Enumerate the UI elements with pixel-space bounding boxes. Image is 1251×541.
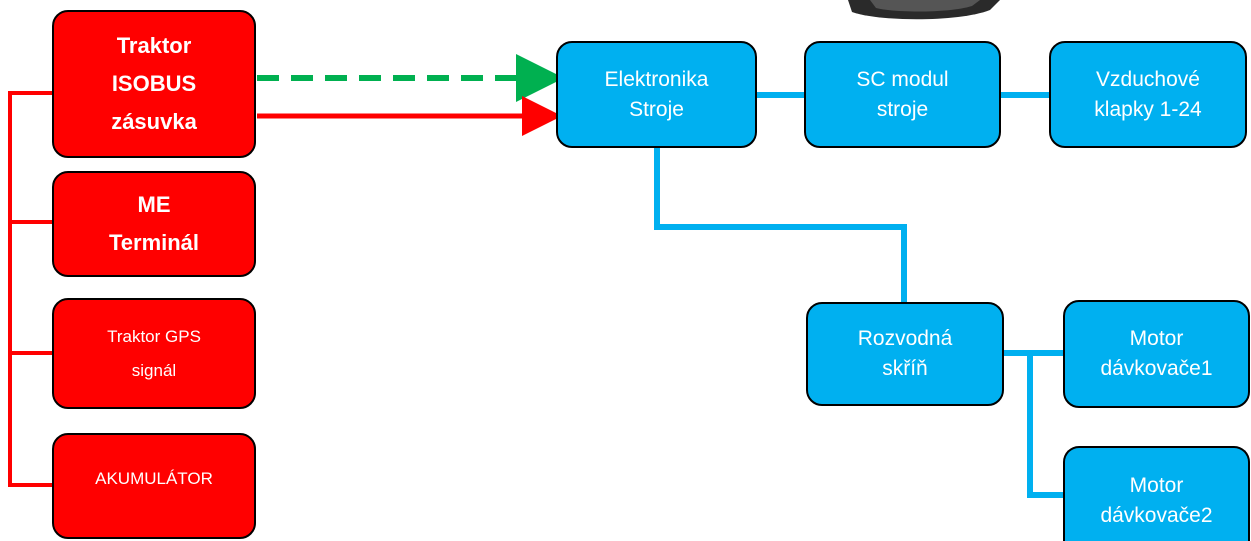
me-terminal-label-1: ME [137, 192, 171, 217]
tractor-gps-label-1: Traktor GPS [107, 326, 201, 346]
tractor-isobus-label-3: zásuvka [111, 109, 197, 134]
tractor-isobus-label-1: Traktor [116, 33, 192, 58]
motor1-label-1: Motor [1129, 327, 1184, 350]
tractor-gps-box: Traktor GPS signál [52, 298, 256, 409]
motor2-label-1: Motor [1129, 473, 1184, 497]
tractor-gps-label-2: signál [131, 360, 177, 380]
motor-davkovace1-box: Motor dávkovače1 [1063, 300, 1250, 408]
motor1-label-2: dávkovače1 [1100, 357, 1213, 380]
rozvodna-label-1: Rozvodná [857, 327, 953, 350]
motor-davkovace2-box: Motor dávkovače2 [1063, 446, 1250, 541]
elektronika-label-1: Elektronika [604, 67, 709, 91]
akumulator-label: AKUMULÁTOR [95, 469, 213, 488]
sc-modul-box: SC modul stroje [804, 41, 1001, 148]
vzduchove-klapky-label-2: klapky 1-24 [1094, 97, 1202, 121]
akumulator-box: AKUMULÁTOR [52, 433, 256, 539]
sc-modul-label-2: stroje [876, 97, 929, 121]
sc-modul-label-1: SC modul [856, 67, 949, 91]
elektronika-label-2: Stroje [629, 97, 684, 121]
connector-rozvodna-motor2 [1027, 353, 1063, 498]
me-terminal-box: ME Terminál [52, 171, 256, 277]
elektronika-stroje-box: Elektronika Stroje [556, 41, 757, 148]
power-bus-line [8, 91, 52, 487]
vzduchove-klapky-box: Vzduchové klapky 1-24 [1049, 41, 1247, 148]
me-terminal-label-2: Terminál [108, 230, 200, 255]
tractor-isobus-label-2: ISOBUS [111, 71, 197, 96]
rozvodna-label-2: skříň [882, 357, 928, 380]
machine-image-detail [870, 0, 980, 12]
connector-elektronika-rozvodna [654, 148, 907, 302]
tractor-isobus-socket-box: Traktor ISOBUS zásuvka [52, 10, 256, 158]
vzduchove-klapky-label-1: Vzduchové [1096, 67, 1200, 91]
rozvodna-skrin-box: Rozvodná skříň [806, 302, 1004, 406]
motor2-label-2: dávkovače2 [1100, 503, 1213, 527]
